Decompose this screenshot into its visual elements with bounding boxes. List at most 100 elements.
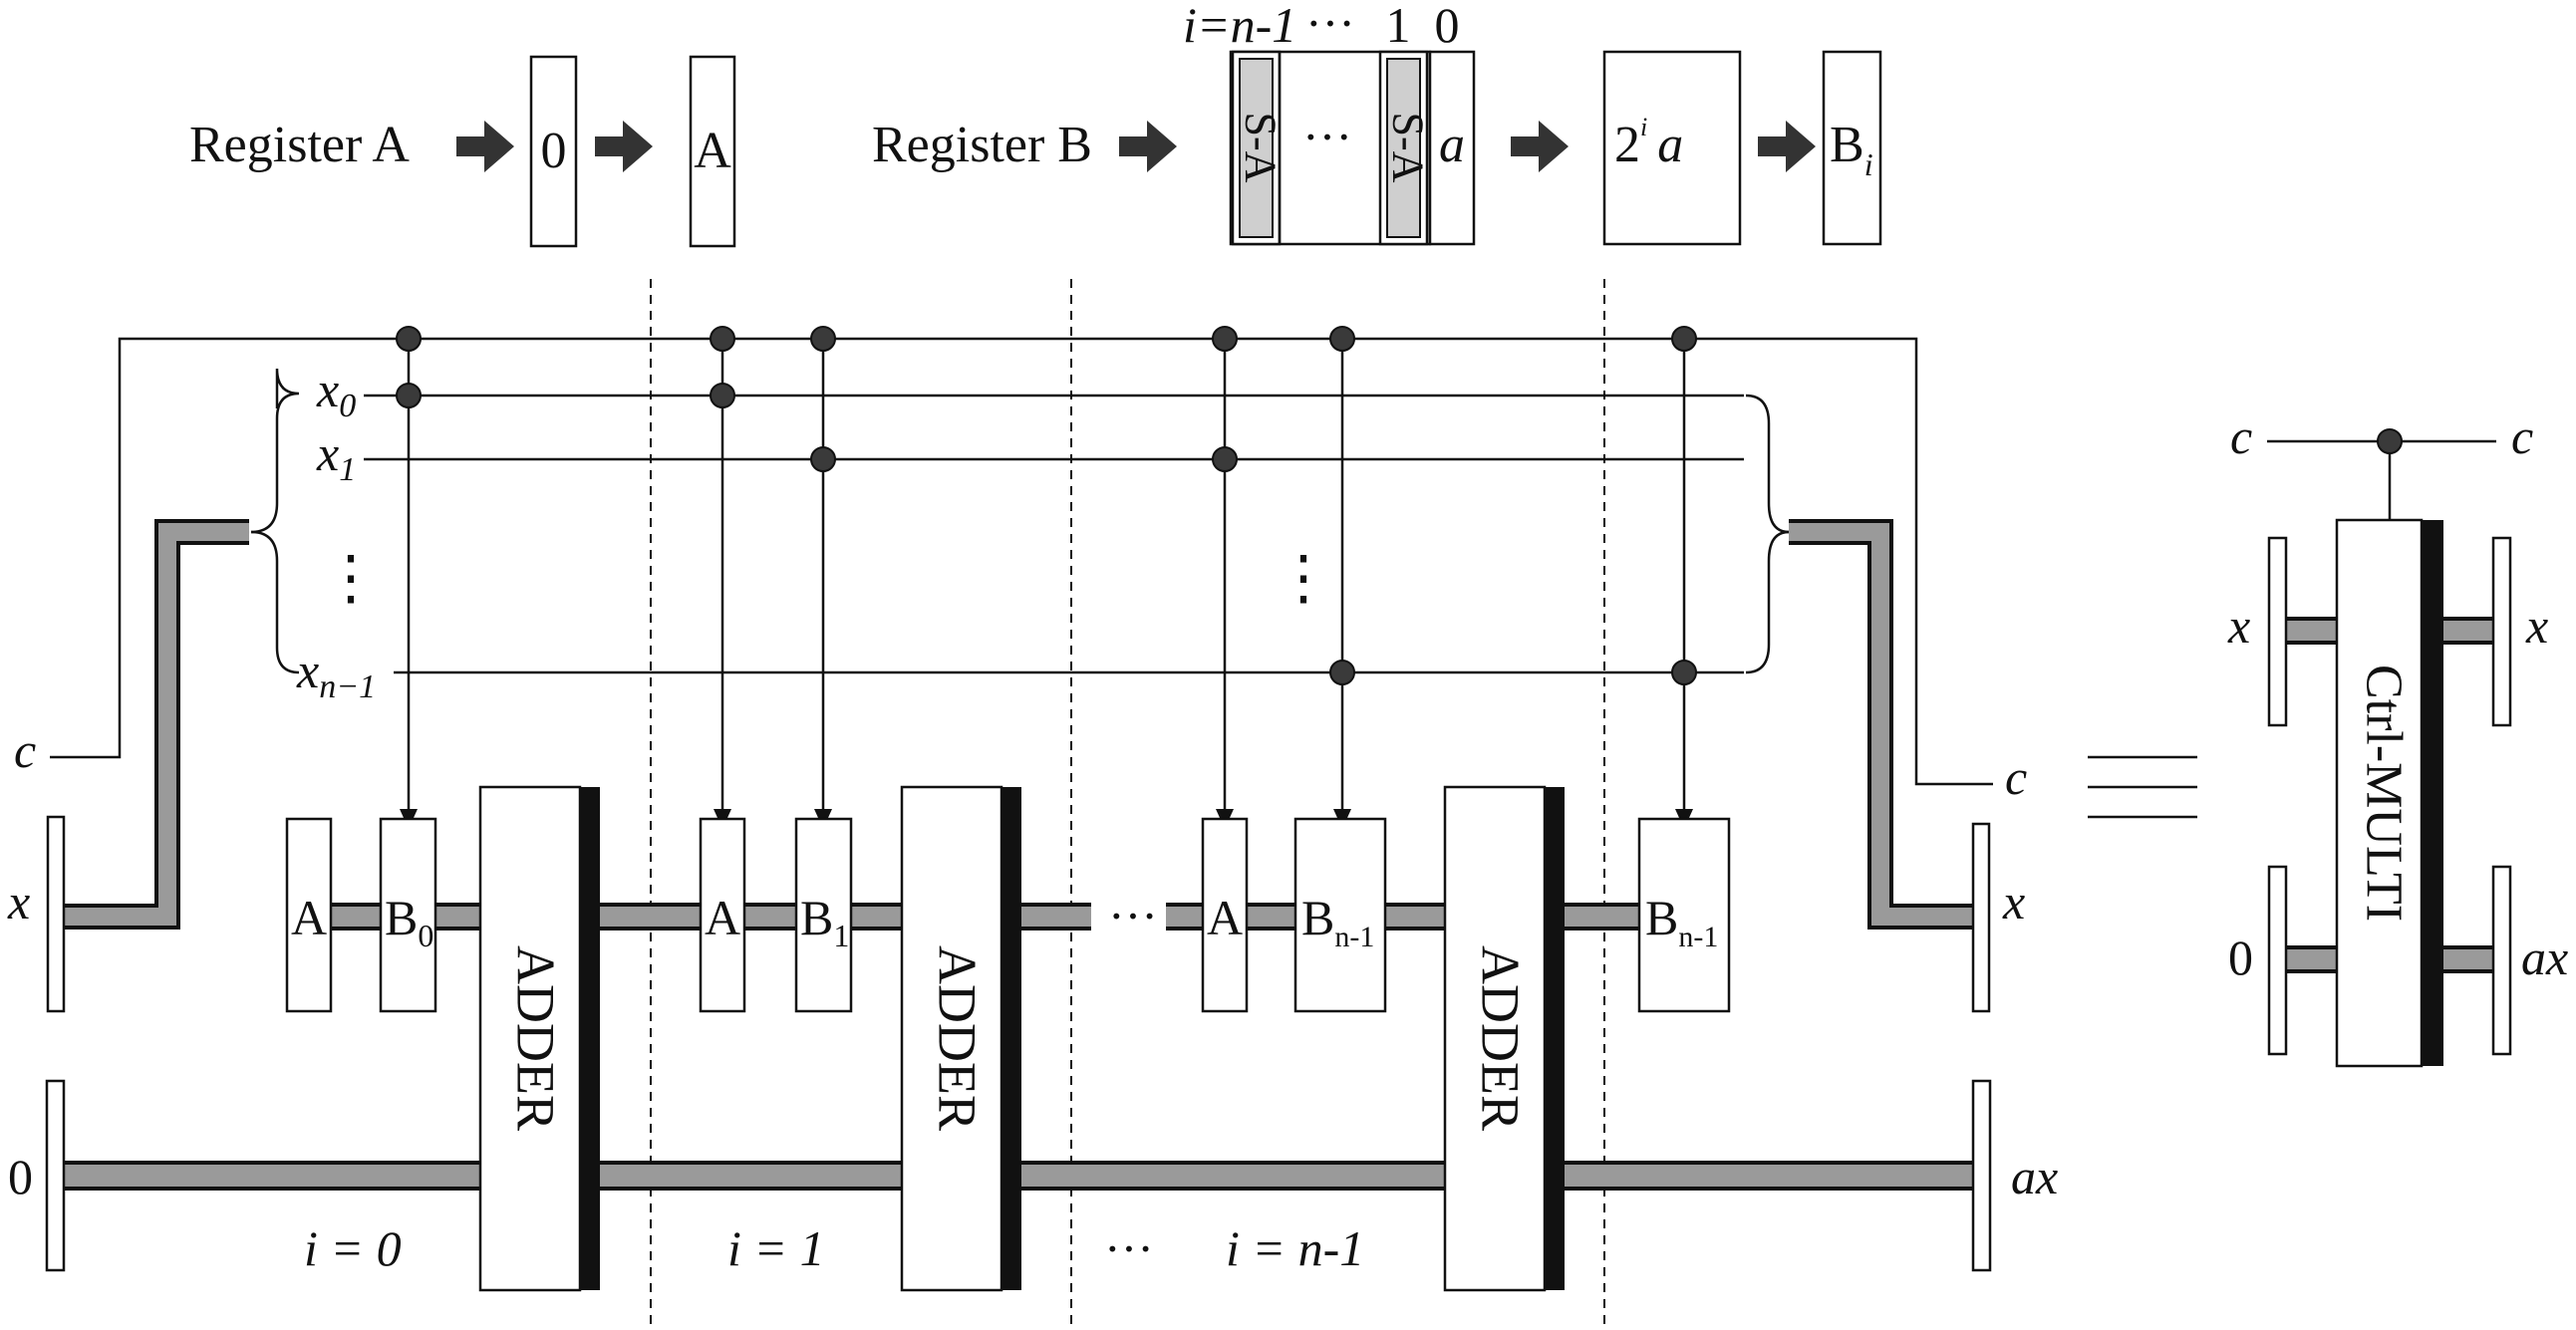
zero-input-terminal (45, 1079, 66, 1272)
b0-register-box (379, 817, 437, 1013)
x-bus-outline (62, 519, 249, 930)
sa-label-high: S-A (1236, 113, 1285, 183)
adder-label: ADDER (1471, 945, 1531, 1131)
b0-register-label: B0 (385, 890, 433, 953)
compact-x-in-terminal (2267, 536, 2288, 727)
control-dot-icon (810, 326, 836, 352)
a-register-box (699, 817, 746, 1013)
control-dot-icon (710, 383, 735, 408)
control-dot-icon (2377, 428, 2403, 454)
control-dot-icon (1329, 660, 1355, 685)
fan-out-brace (250, 368, 300, 534)
bit-vdots-right: ⋮ (1274, 545, 1333, 611)
control-dot-icon (1671, 660, 1697, 685)
bn-register-label: Bn-1 (1301, 890, 1374, 953)
equivalence-symbol (2088, 755, 2197, 819)
x-input-terminal (46, 815, 66, 1013)
zero-left-label: 0 (8, 1149, 33, 1204)
adder-label: ADDER (928, 945, 988, 1131)
x-bit-lines: x0 x1 xn−1 ⋮ ⋮ (296, 362, 1744, 705)
x-bus-fill (62, 523, 249, 926)
a-register-label: A (291, 890, 327, 945)
fan-in-brace (1745, 394, 1790, 534)
control-dot-icon (810, 446, 836, 472)
arrow-icon (1119, 121, 1177, 172)
b1-register-label: B1 (800, 890, 849, 953)
control-dot-icon (1212, 446, 1238, 472)
bn-register-box (1293, 817, 1387, 1013)
ax-output-terminal (1971, 1079, 1992, 1272)
b-index-one: 1 (1386, 0, 1411, 53)
xn-label: xn−1 (296, 643, 376, 705)
c-right-label: c (2005, 749, 2027, 805)
control-dot-icon (396, 326, 422, 352)
register-a-label: Register A (189, 117, 410, 173)
compact-zero-in-terminal (2267, 865, 2288, 1056)
ctrl-multi-output-bar (2422, 520, 2443, 1066)
b-i-value: Bi (1830, 117, 1873, 182)
stage-1: A B1 ADDER i = 1 (699, 785, 1021, 1292)
control-dot-icon (1671, 326, 1697, 352)
fan-in-brace (1745, 530, 1790, 674)
register-b-label: Register B (872, 117, 1092, 173)
x-left-label: x (7, 874, 30, 930)
sa-label-low: S-A (1383, 113, 1432, 183)
x1-label: x1 (316, 425, 356, 488)
compact-ax-out-terminal (2491, 865, 2512, 1056)
control-dot-icon (1212, 326, 1238, 352)
control-dot-icon (710, 326, 735, 352)
x-right-label: x (2002, 874, 2025, 930)
register-a-value: A (694, 123, 731, 179)
register-b-middle-dots: ··· (1302, 109, 1352, 164)
control-lines (400, 339, 1693, 829)
x-bus-fill (1789, 523, 1975, 926)
compact-c-right-label: c (2511, 408, 2533, 464)
register-a-cell (689, 55, 736, 248)
control-wire-c: c c (14, 337, 2027, 805)
arrow-icon (1758, 121, 1816, 172)
control-dot-icon (396, 383, 422, 408)
stage-index-label: i = 0 (304, 1220, 402, 1276)
b1-register-box (794, 817, 853, 1013)
x0-label: x0 (316, 362, 356, 424)
ax-right-label: ax (2011, 1149, 2058, 1204)
compact-ax-right-label: ax (2521, 930, 2568, 985)
control-dot-icon (1329, 326, 1355, 352)
sa-cell-high-fill (1239, 58, 1274, 238)
x-bus-right: x (1745, 394, 2025, 1013)
arrow-icon (456, 121, 514, 172)
a-register-label: A (1207, 890, 1243, 945)
a-register-label: A (705, 890, 740, 945)
register-b-sequence: Register B i=n-1 ··· 1 0 S-A ··· S-A a 2… (872, 0, 1882, 246)
register-b-a-cell (1428, 50, 1476, 246)
a-register-box (285, 817, 333, 1013)
compact-zero-left-label: 0 (2228, 930, 2253, 985)
restore-stage: Bn-1 (1637, 817, 1731, 1013)
shifted-register-cell (1602, 50, 1742, 246)
register-b-a-value: a (1439, 117, 1465, 173)
register-a-sequence: Register A 0 A (189, 55, 736, 248)
adder-output-bar (1002, 787, 1021, 1290)
fan-out-brace (250, 530, 300, 674)
bn-restore-label: Bn-1 (1645, 890, 1718, 953)
b-index-first: i=n-1 (1183, 0, 1296, 53)
b-index-zero: 0 (1435, 0, 1460, 53)
stage-n-1: A Bn-1 ADDER i = n-1 ··· (1104, 785, 1565, 1292)
register-bus-ellipsis: ··· (1108, 888, 1158, 943)
x-bus-left: x (7, 368, 300, 1013)
adder-output-bar (1545, 787, 1565, 1290)
register-a-init-cell (529, 55, 578, 248)
bit-vdots-left: ⋮ (321, 545, 381, 611)
ctrl-multi-block (2335, 518, 2424, 1068)
compact-x-out-terminal (2491, 536, 2512, 727)
compact-x-left-label: x (2227, 598, 2250, 654)
stage-index-label: i = 1 (727, 1220, 825, 1276)
register-a-init-value: 0 (541, 123, 567, 179)
b-index-dots: ··· (1305, 0, 1355, 51)
sa-cell-low-fill (1386, 58, 1421, 238)
c-left-label: c (14, 722, 36, 778)
stage-0: A B0 ADDER i = 0 (285, 785, 600, 1292)
c-line (50, 337, 1993, 786)
